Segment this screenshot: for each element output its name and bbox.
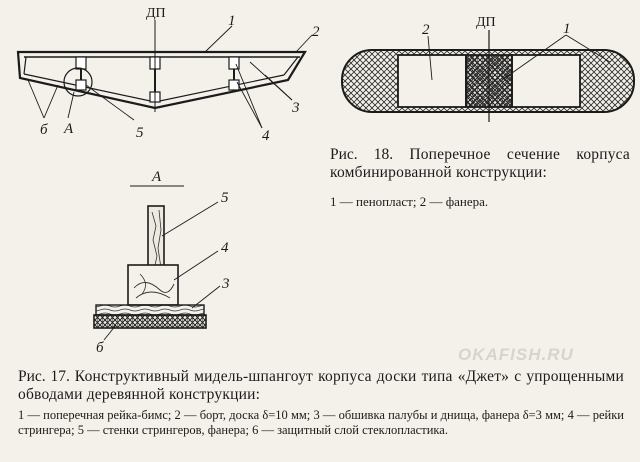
callout-detail-a: А	[63, 121, 74, 137]
fig18-callouts: ДП 2 1	[422, 15, 571, 38]
fig17-detail-a-drawing	[93, 185, 221, 341]
fig17-title: Конструктивный мидель-шпангоут корпуса д…	[18, 368, 625, 403]
fig18-title: Поперечное сечение корпуса комбинированн…	[330, 146, 631, 181]
fig18-callout-2: 2	[422, 22, 430, 38]
detail-title-a: А	[151, 169, 162, 185]
detail-callout-4: 4	[221, 240, 229, 256]
fig17-number: Рис. 17.	[18, 368, 70, 385]
fig18-legend: 1 — пенопласт; 2 — фанера.	[330, 194, 489, 209]
callout-1: 1	[228, 13, 236, 29]
fig17-detail-callouts: А 5 4 3 б	[96, 169, 230, 356]
callout-3: 3	[291, 100, 300, 116]
fig17-legend: 1 — поперечная рейка-бимс; 2 — борт, дос…	[18, 408, 624, 437]
watermark: OKAFISH.RU	[458, 345, 574, 364]
callout-5: 5	[136, 125, 144, 141]
fig18-centerline-label: ДП	[476, 15, 496, 30]
fig18-caption: Рис. 18. Поперечное сечение корпуса комб…	[330, 146, 630, 210]
detail-callout-6: б	[96, 340, 104, 356]
fig17-callouts: ДП 1 2 3 4 5 б А	[40, 6, 320, 144]
fig18-number: Рис. 18.	[330, 146, 394, 163]
fig17-caption: Рис. 17. Конструктивный мидель-шпангоут …	[18, 368, 624, 438]
fig18-caption-text: Рис. 18. Поперечное сечение корпуса комб…	[330, 146, 630, 182]
centerline-label-dp: ДП	[146, 6, 166, 21]
fig17-section-drawing	[16, 20, 313, 129]
detail-callout-3: 3	[221, 276, 230, 292]
fig18-section-drawing	[341, 30, 635, 122]
detail-callout-5: 5	[221, 190, 229, 206]
callout-4: 4	[262, 128, 270, 144]
callout-6: б	[40, 122, 48, 138]
callout-2: 2	[312, 24, 320, 40]
fig17-caption-text: Рис. 17. Конструктивный мидель-шпангоут …	[18, 368, 624, 404]
fig18-callout-1: 1	[563, 21, 571, 37]
